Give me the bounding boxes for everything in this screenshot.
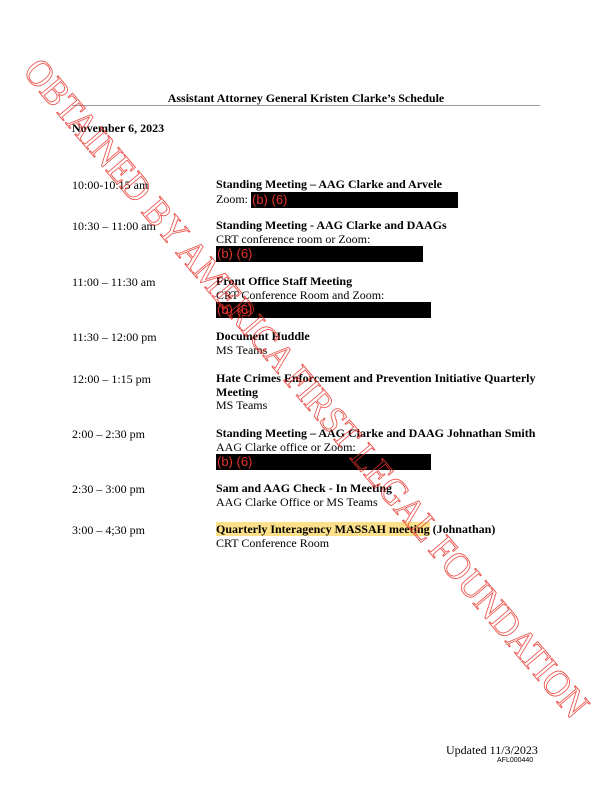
entry-time: 11:30 – 12:00 pm [72, 330, 157, 344]
entry-time: 10:30 – 11:00 am [72, 219, 156, 233]
schedule-entry: Sam and AAG Check - In Meeting AAG Clark… [216, 481, 556, 509]
schedule-entry: Quarterly Interagency MASSAH meeting (Jo… [216, 522, 556, 550]
entry-title: Standing Meeting – AAG Clarke and DAAG J… [216, 426, 536, 440]
entry-title: Hate Crimes Enforcement and Prevention I… [216, 371, 536, 399]
entry-location: MS Teams [216, 398, 268, 412]
entry-time: 12:00 – 1:15 pm [72, 372, 152, 386]
schedule-entry: Standing Meeting - AAG Clarke and DAAGs … [216, 218, 556, 262]
entry-location: CRT conference room or Zoom: [216, 231, 371, 246]
entry-title: Front Office Staff Meeting [216, 274, 353, 288]
schedule-entry: Standing Meeting – AAG Clarke and DAAG J… [216, 426, 556, 470]
entry-time: 10:00-10:15 am [72, 178, 149, 192]
entry-time: 2:00 – 2:30 pm [72, 427, 146, 441]
entry-title: Sam and AAG Check - In Meeting [216, 481, 393, 495]
redaction-box: (b) (6) [251, 191, 458, 208]
entry-title-highlighted: Quarterly Interagency MASSAH meeting [216, 522, 430, 536]
page-title: Assistant Attorney General Kristen Clark… [167, 91, 445, 105]
schedule-entry: Front Office Staff Meeting CRT Conferenc… [216, 274, 556, 318]
entry-location: AAG Clarke office or Zoom: [216, 439, 356, 454]
entry-title-rest: (Johnathan) [429, 522, 496, 536]
schedule-entry: Standing Meeting – AAG Clarke and Arvele… [216, 177, 556, 208]
redaction-box: (b) (6) [216, 302, 431, 318]
schedule-date: November 6, 2023 [72, 121, 165, 135]
title-rule [72, 105, 540, 106]
updated-date: Updated 11/3/2023 [446, 743, 538, 757]
bates-number: AFL000440 [497, 757, 534, 764]
entry-title: Standing Meeting - AAG Clarke and DAAGs [216, 218, 447, 232]
entry-location: CRT Conference Room and Zoom: [216, 287, 385, 302]
redaction-box: (b) (6) [216, 246, 423, 262]
entry-location: CRT Conference Room [216, 535, 330, 550]
entry-time: 11:00 – 11:30 am [72, 275, 156, 289]
entry-time: 2:30 – 3:00 pm [72, 482, 146, 496]
entry-time: 3:00 – 4;30 pm [72, 523, 146, 537]
redaction-box: (b) (6) [216, 454, 431, 470]
entry-title: Standing Meeting – AAG Clarke and Arvele [216, 177, 443, 191]
entry-title: Document Huddle [216, 329, 310, 343]
entry-location: MS Teams [216, 342, 268, 357]
schedule-entry: Hate Crimes Enforcement and Prevention I… [216, 371, 546, 413]
entry-location: AAG Clarke Office or MS Teams [216, 494, 378, 509]
entry-location: Zoom: [216, 191, 248, 206]
schedule-entry: Document Huddle MS Teams [216, 329, 556, 357]
